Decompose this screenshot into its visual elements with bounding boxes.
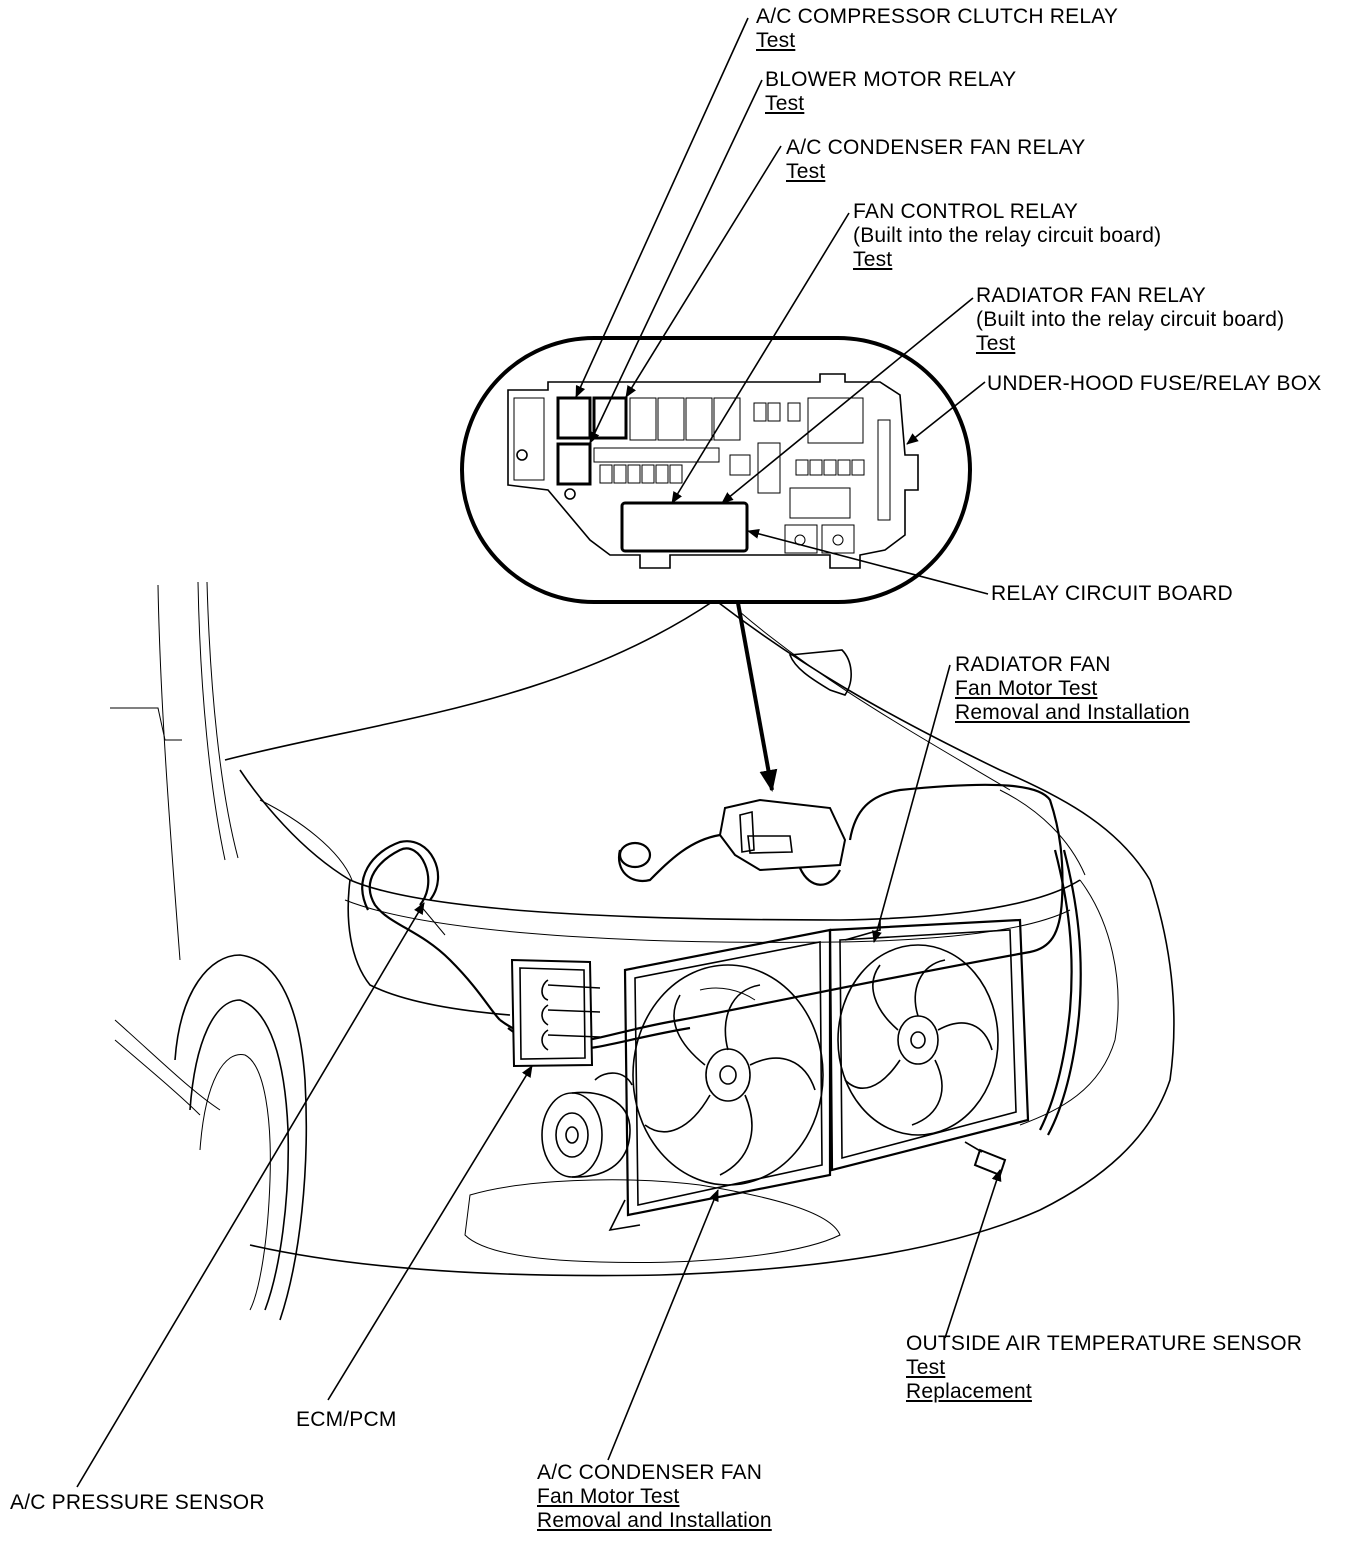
test-link[interactable]: Test	[976, 332, 1016, 355]
callout-ac-compressor-clutch-relay: A/C COMPRESSOR CLUTCH RELAY Test	[756, 5, 1118, 53]
callout-ac-condenser-fan: A/C CONDENSER FAN Fan Motor Test Removal…	[537, 1461, 772, 1533]
callout-ecm-pcm: ECM/PCM	[296, 1408, 397, 1432]
callout-radiator-fan: RADIATOR FAN Fan Motor Test Removal and …	[955, 653, 1190, 725]
callout-title: RADIATOR FAN RELAY	[976, 284, 1206, 307]
test-link[interactable]: Test	[786, 160, 826, 183]
callout-ac-pressure-sensor: A/C PRESSURE SENSOR	[10, 1491, 265, 1515]
callout-blower-motor-relay: BLOWER MOTOR RELAY Test	[765, 68, 1016, 116]
callout-title: A/C CONDENSER FAN RELAY	[786, 136, 1086, 159]
callout-note: (Built into the relay circuit board)	[853, 224, 1162, 247]
test-link[interactable]: Test	[765, 92, 805, 115]
test-link[interactable]: Test	[756, 29, 796, 52]
callout-title: A/C CONDENSER FAN	[537, 1461, 763, 1484]
removal-installation-link[interactable]: Removal and Installation	[537, 1509, 772, 1532]
callout-title: UNDER-HOOD FUSE/RELAY BOX	[987, 372, 1322, 395]
removal-installation-link[interactable]: Removal and Installation	[955, 701, 1190, 724]
replacement-link[interactable]: Replacement	[906, 1380, 1032, 1403]
test-link[interactable]: Test	[906, 1356, 946, 1379]
callout-title: RADIATOR FAN	[955, 653, 1111, 676]
callout-title: OUTSIDE AIR TEMPERATURE SENSOR	[906, 1332, 1303, 1355]
test-link[interactable]: Test	[853, 248, 893, 271]
ecm-pcm-module	[510, 958, 601, 1068]
fan-motor-test-link[interactable]: Fan Motor Test	[537, 1485, 680, 1508]
callout-title: A/C PRESSURE SENSOR	[10, 1491, 265, 1514]
wiring-harness	[361, 783, 1082, 1136]
inset-fuse-relay-box	[460, 336, 972, 604]
callout-note: (Built into the relay circuit board)	[976, 308, 1285, 331]
callout-title: BLOWER MOTOR RELAY	[765, 68, 1017, 91]
radiator-fan-blades	[837, 944, 999, 1136]
callout-title: FAN CONTROL RELAY	[853, 200, 1079, 223]
callout-title: A/C COMPRESSOR CLUTCH RELAY	[756, 5, 1119, 28]
condenser-fan-shroud	[608, 928, 832, 1232]
callout-outside-air-temperature-sensor: OUTSIDE AIR TEMPERATURE SENSOR Test Repl…	[906, 1332, 1302, 1404]
leader-lines	[76, 17, 1002, 1488]
callout-radiator-fan-relay: RADIATOR FAN RELAY (Built into the relay…	[976, 284, 1284, 356]
fan-motor-test-link[interactable]: Fan Motor Test	[955, 677, 1098, 700]
callout-fan-control-relay: FAN CONTROL RELAY (Built into the relay …	[853, 200, 1161, 272]
callout-title: RELAY CIRCUIT BOARD	[991, 582, 1233, 605]
inset-to-vehicle-arrow	[736, 602, 778, 792]
callout-relay-circuit-board: RELAY CIRCUIT BOARD	[991, 582, 1233, 606]
callout-under-hood-fuse-relay-box: UNDER-HOOD FUSE/RELAY BOX	[987, 372, 1321, 396]
outside-air-temperature-sensor	[964, 1141, 1007, 1177]
ac-compressor	[541, 1072, 633, 1178]
callout-title: ECM/PCM	[296, 1408, 397, 1431]
condenser-fan-blades	[632, 964, 824, 1186]
callout-ac-condenser-fan-relay: A/C CONDENSER FAN RELAY Test	[786, 136, 1085, 184]
